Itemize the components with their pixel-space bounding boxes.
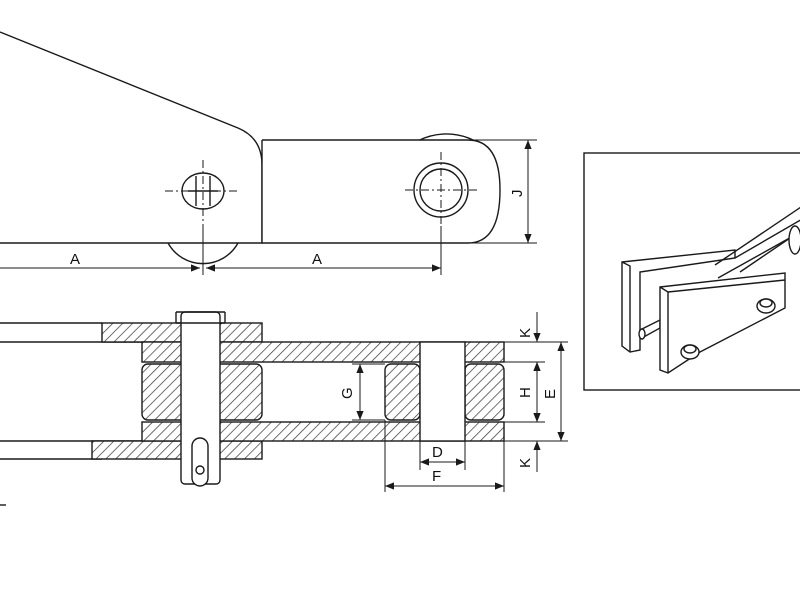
dimension-j [470, 139, 537, 244]
side-view [0, 31, 501, 265]
bottom-inner-plate [141, 421, 505, 442]
dimension-f [384, 420, 505, 492]
dim-label-a-right: A [312, 251, 322, 268]
dim-label-k-bottom: K [517, 458, 534, 468]
isometric-inset [583, 152, 800, 391]
bottom-outer-plate [91, 440, 263, 460]
section-view [0, 311, 505, 506]
dim-label-g: G [339, 387, 356, 399]
dim-label-e: E [542, 389, 559, 399]
right-bushing-block [419, 341, 466, 442]
dim-label-a-left: A [70, 251, 80, 268]
top-inner-plate [141, 341, 505, 363]
dimension-e [504, 341, 568, 442]
dim-label-d: D [432, 444, 443, 461]
dimension-a [0, 226, 442, 275]
dimension-g [352, 363, 385, 421]
dim-label-h: H [517, 387, 534, 398]
right-roller [464, 363, 505, 421]
middle-roller [384, 363, 421, 421]
attachment-plate [0, 31, 263, 244]
dim-label-k-top: K [517, 328, 534, 338]
dimension-d [419, 441, 466, 470]
dim-label-j: J [509, 190, 526, 198]
dim-label-f: F [432, 468, 441, 485]
